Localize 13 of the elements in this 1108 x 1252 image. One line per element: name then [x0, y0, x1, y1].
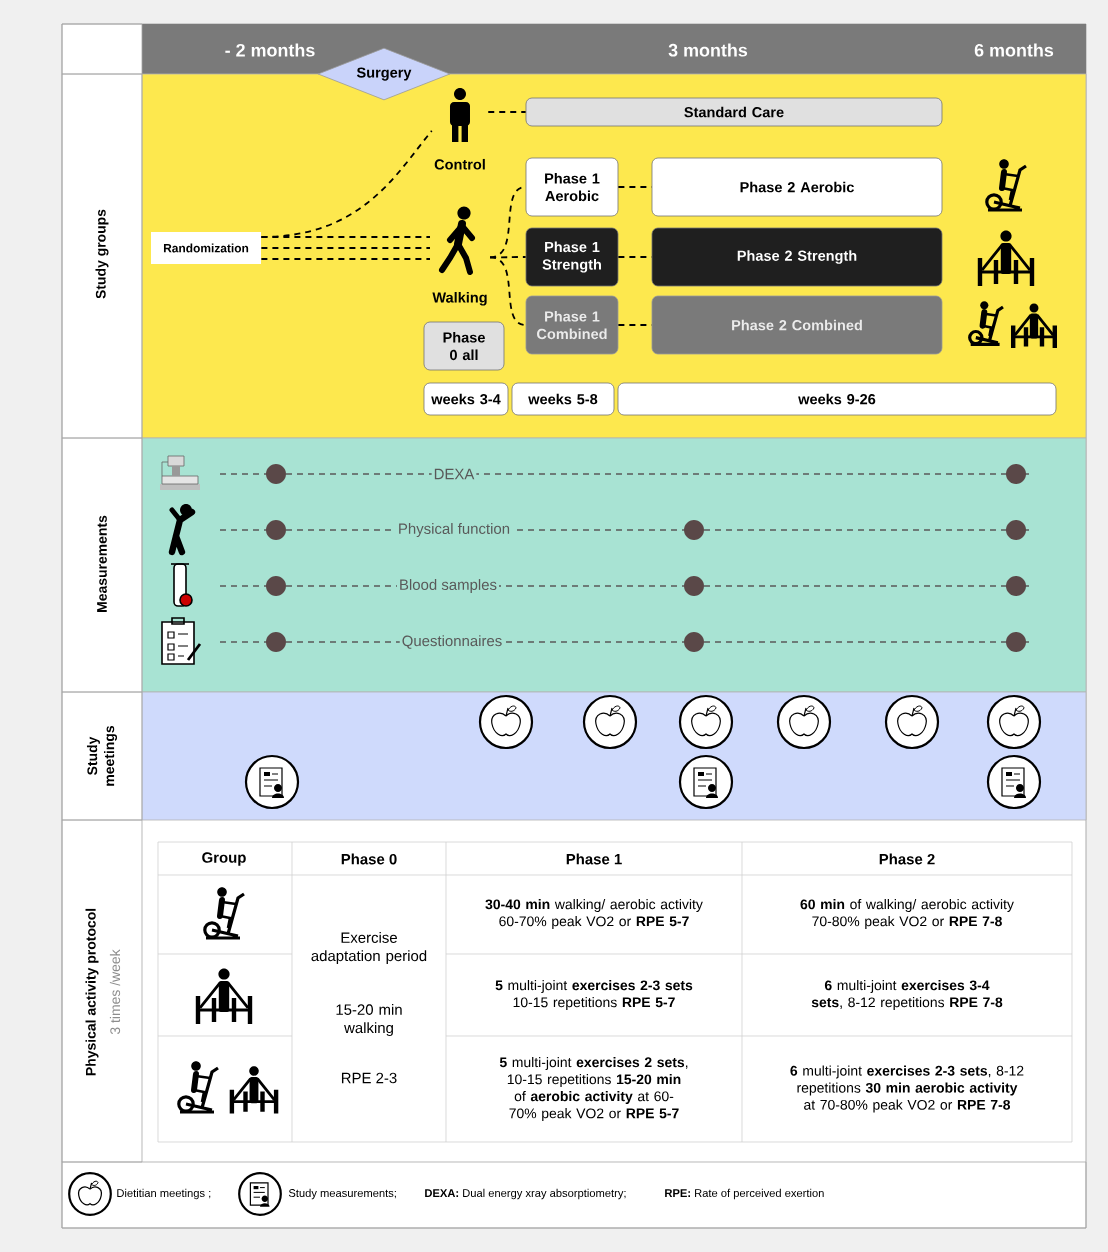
timeline-label: - 2 months	[225, 43, 315, 57]
connector-line	[617, 256, 653, 258]
timeline-label: 6 months	[974, 43, 1054, 57]
connector-line	[260, 247, 431, 249]
connector-line	[489, 186, 527, 259]
connector-line	[617, 186, 653, 188]
timeline-label: 3 months	[668, 43, 748, 57]
connector-line	[260, 258, 431, 260]
connector-line	[489, 256, 527, 326]
connector-line	[489, 256, 527, 259]
connector-line	[617, 324, 653, 326]
connector-line	[487, 111, 527, 113]
connector-line	[260, 236, 431, 238]
